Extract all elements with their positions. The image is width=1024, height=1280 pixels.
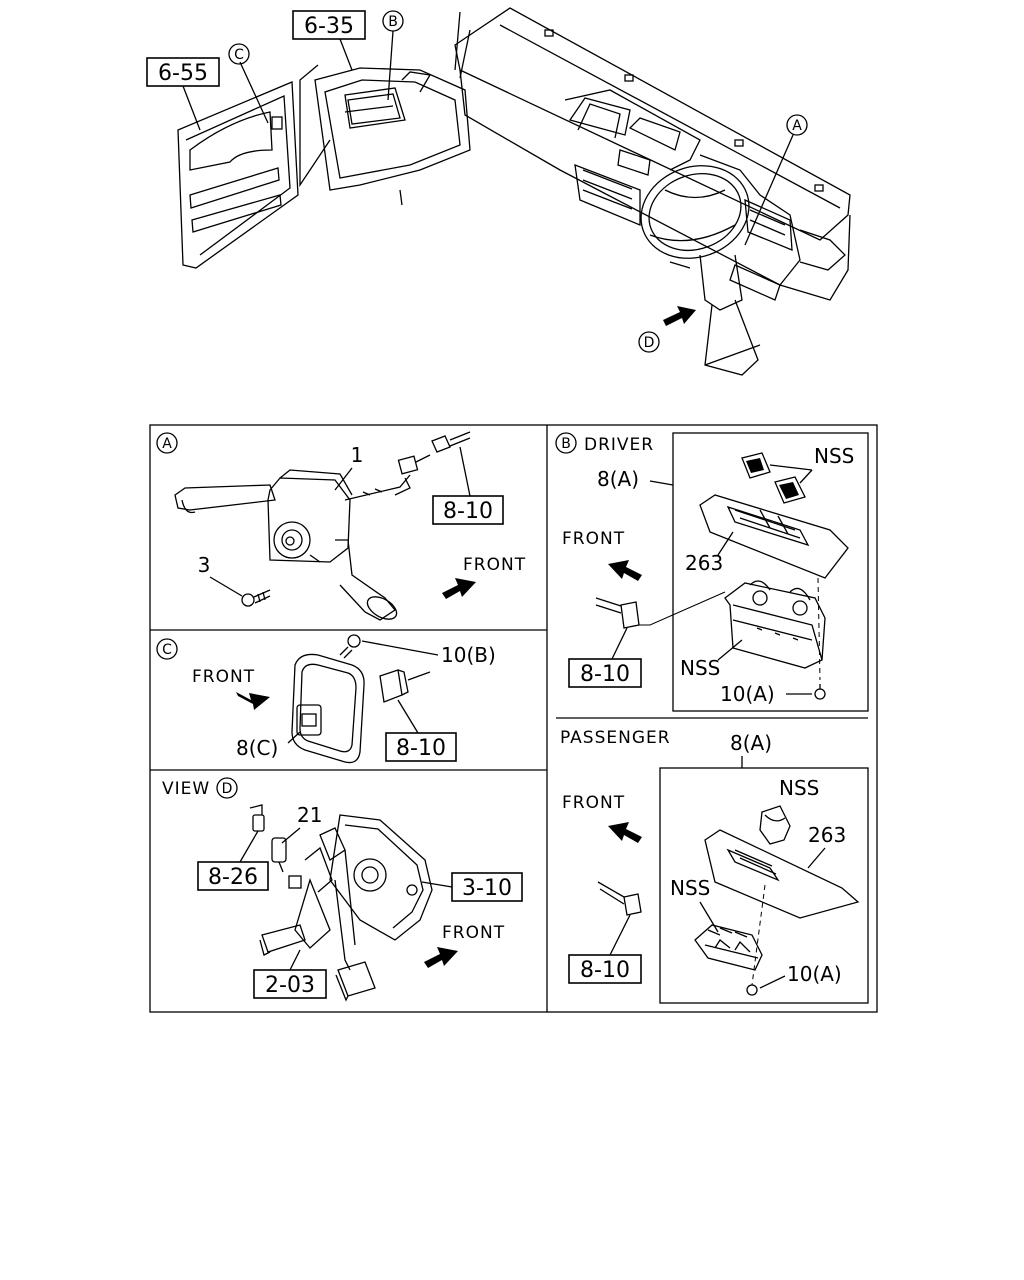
sensor-drawing-d (249, 804, 302, 889)
callout-d: D (644, 335, 655, 351)
dash-side-drawing (299, 11, 471, 206)
front-label-passenger: FRONT (562, 793, 625, 813)
ref-passenger: 8-10 (580, 958, 630, 983)
driver-bezel-drawing (699, 494, 849, 579)
part-bolt-number: 10(B) (441, 643, 496, 667)
steering-wheel-drawing (640, 165, 761, 376)
ref-driver: 8-10 (580, 662, 630, 687)
front-label-d: FRONT (442, 923, 505, 943)
driver-assembly-number: 8(A) (597, 467, 639, 491)
driver-bezel-number: 263 (685, 551, 723, 575)
ref-box-pedals[interactable] (253, 969, 327, 999)
connector-drawing-c (379, 669, 431, 703)
passenger-nss-bottom: NSS (670, 876, 710, 900)
panel-a-id: A (162, 436, 172, 452)
arrow-view-d (663, 306, 696, 326)
passenger-nss-knob-drawing (759, 805, 791, 845)
screw-drawing-a (241, 589, 271, 607)
combination-switch-drawing (174, 454, 431, 621)
ref-box-door[interactable] (146, 57, 220, 87)
front-label-a: FRONT (463, 555, 526, 575)
ref-pedal-box: 3-10 (462, 876, 512, 901)
driver-screw-drawing (814, 684, 826, 700)
ref-box-driver[interactable] (568, 658, 642, 688)
ref-sensor: 8-26 (208, 865, 258, 890)
panel-c-id: C (162, 642, 172, 658)
front-label-c: FRONT (192, 667, 255, 687)
front-arrow-d (424, 947, 458, 968)
callout-circle-c (228, 43, 250, 65)
front-arrow-passenger (608, 822, 642, 843)
panel-a-circle (156, 432, 178, 454)
callout-b: B (388, 14, 398, 30)
panel-d-circle (216, 777, 238, 799)
panel-d: VIEW D 21 8-26 (162, 777, 523, 1002)
driver-nss-bottom: NSS (680, 656, 720, 680)
ref-box-sensor[interactable] (197, 861, 269, 891)
panel-b-title: DRIVER (584, 435, 654, 455)
driver-wire (638, 591, 726, 626)
bolt-drawing-c (339, 634, 361, 659)
driver-nss-top: NSS (814, 444, 854, 468)
front-arrow-c (236, 692, 270, 710)
driver-parts-box (672, 432, 869, 712)
ref-box-passenger[interactable] (568, 954, 642, 984)
ref-box-c[interactable] (385, 732, 457, 762)
pedal-box-drawing (259, 814, 433, 1002)
view-label: VIEW (162, 779, 210, 799)
driver-nss-knobs-drawing (741, 452, 806, 504)
passenger-bezel-drawing (704, 829, 860, 919)
door-panel-drawing (177, 61, 299, 269)
passenger-screw-drawing (746, 984, 758, 996)
front-arrow-a (442, 578, 476, 599)
passenger-screw-number: 10(A) (787, 962, 842, 986)
overview-callouts: 6-55 6-35 C B A D (146, 10, 808, 353)
driver-screw-number: 10(A) (720, 682, 775, 706)
panel-d-id: D (222, 781, 233, 797)
passenger-switch-body-drawing (694, 924, 763, 971)
passenger-nss-top: NSS (779, 776, 819, 800)
part-sensor-number: 21 (297, 803, 322, 827)
panel-passenger: PASSENGER 8(A) NSS 263 N (560, 728, 869, 1004)
passenger-connector-drawing (597, 881, 642, 916)
ref-dash: 6-35 (304, 14, 354, 39)
panel-b-driver: B DRIVER 8(A) NSS 263 (555, 432, 869, 712)
driver-connector-drawing (595, 597, 640, 629)
callout-c: C (234, 47, 244, 63)
callout-circle-a (786, 114, 808, 136)
cab-overview: 6-55 6-35 C B A D (146, 7, 851, 376)
panel-b-id: B (561, 436, 571, 452)
ref-a: 8-10 (443, 499, 493, 524)
passenger-assembly-number: 8(A) (730, 731, 772, 755)
panel-c-circle (156, 638, 178, 660)
panel-c: C FRONT 10(B) 8(C) 8-10 (156, 634, 496, 764)
part-switch-number: 1 (351, 443, 364, 467)
ref-door: 6-55 (158, 61, 208, 86)
front-arrow-b (608, 560, 642, 581)
ref-box-dash[interactable] (292, 10, 366, 40)
part-screw-number: 3 (198, 553, 211, 577)
panel-passenger-title: PASSENGER (560, 728, 671, 748)
front-label-b: FRONT (562, 529, 625, 549)
ref-c: 8-10 (396, 736, 446, 761)
driver-switch-body-drawing (724, 580, 826, 669)
ref-box-a[interactable] (432, 495, 504, 525)
dashboard-drawing (454, 7, 851, 301)
passenger-bezel-number: 263 (808, 823, 846, 847)
detail-frame (149, 424, 878, 1013)
panel-a: A 1 3 (156, 431, 526, 621)
callout-a: A (792, 118, 802, 134)
panel-b-circle (555, 432, 577, 454)
part-mirror-switch-number: 8(C) (236, 736, 278, 760)
passenger-parts-box (659, 767, 869, 1004)
callout-circle-d (638, 331, 660, 353)
ref-pedals: 2-03 (265, 973, 315, 998)
connector-drawing-a (431, 431, 471, 453)
mirror-switch-drawing (291, 653, 365, 764)
